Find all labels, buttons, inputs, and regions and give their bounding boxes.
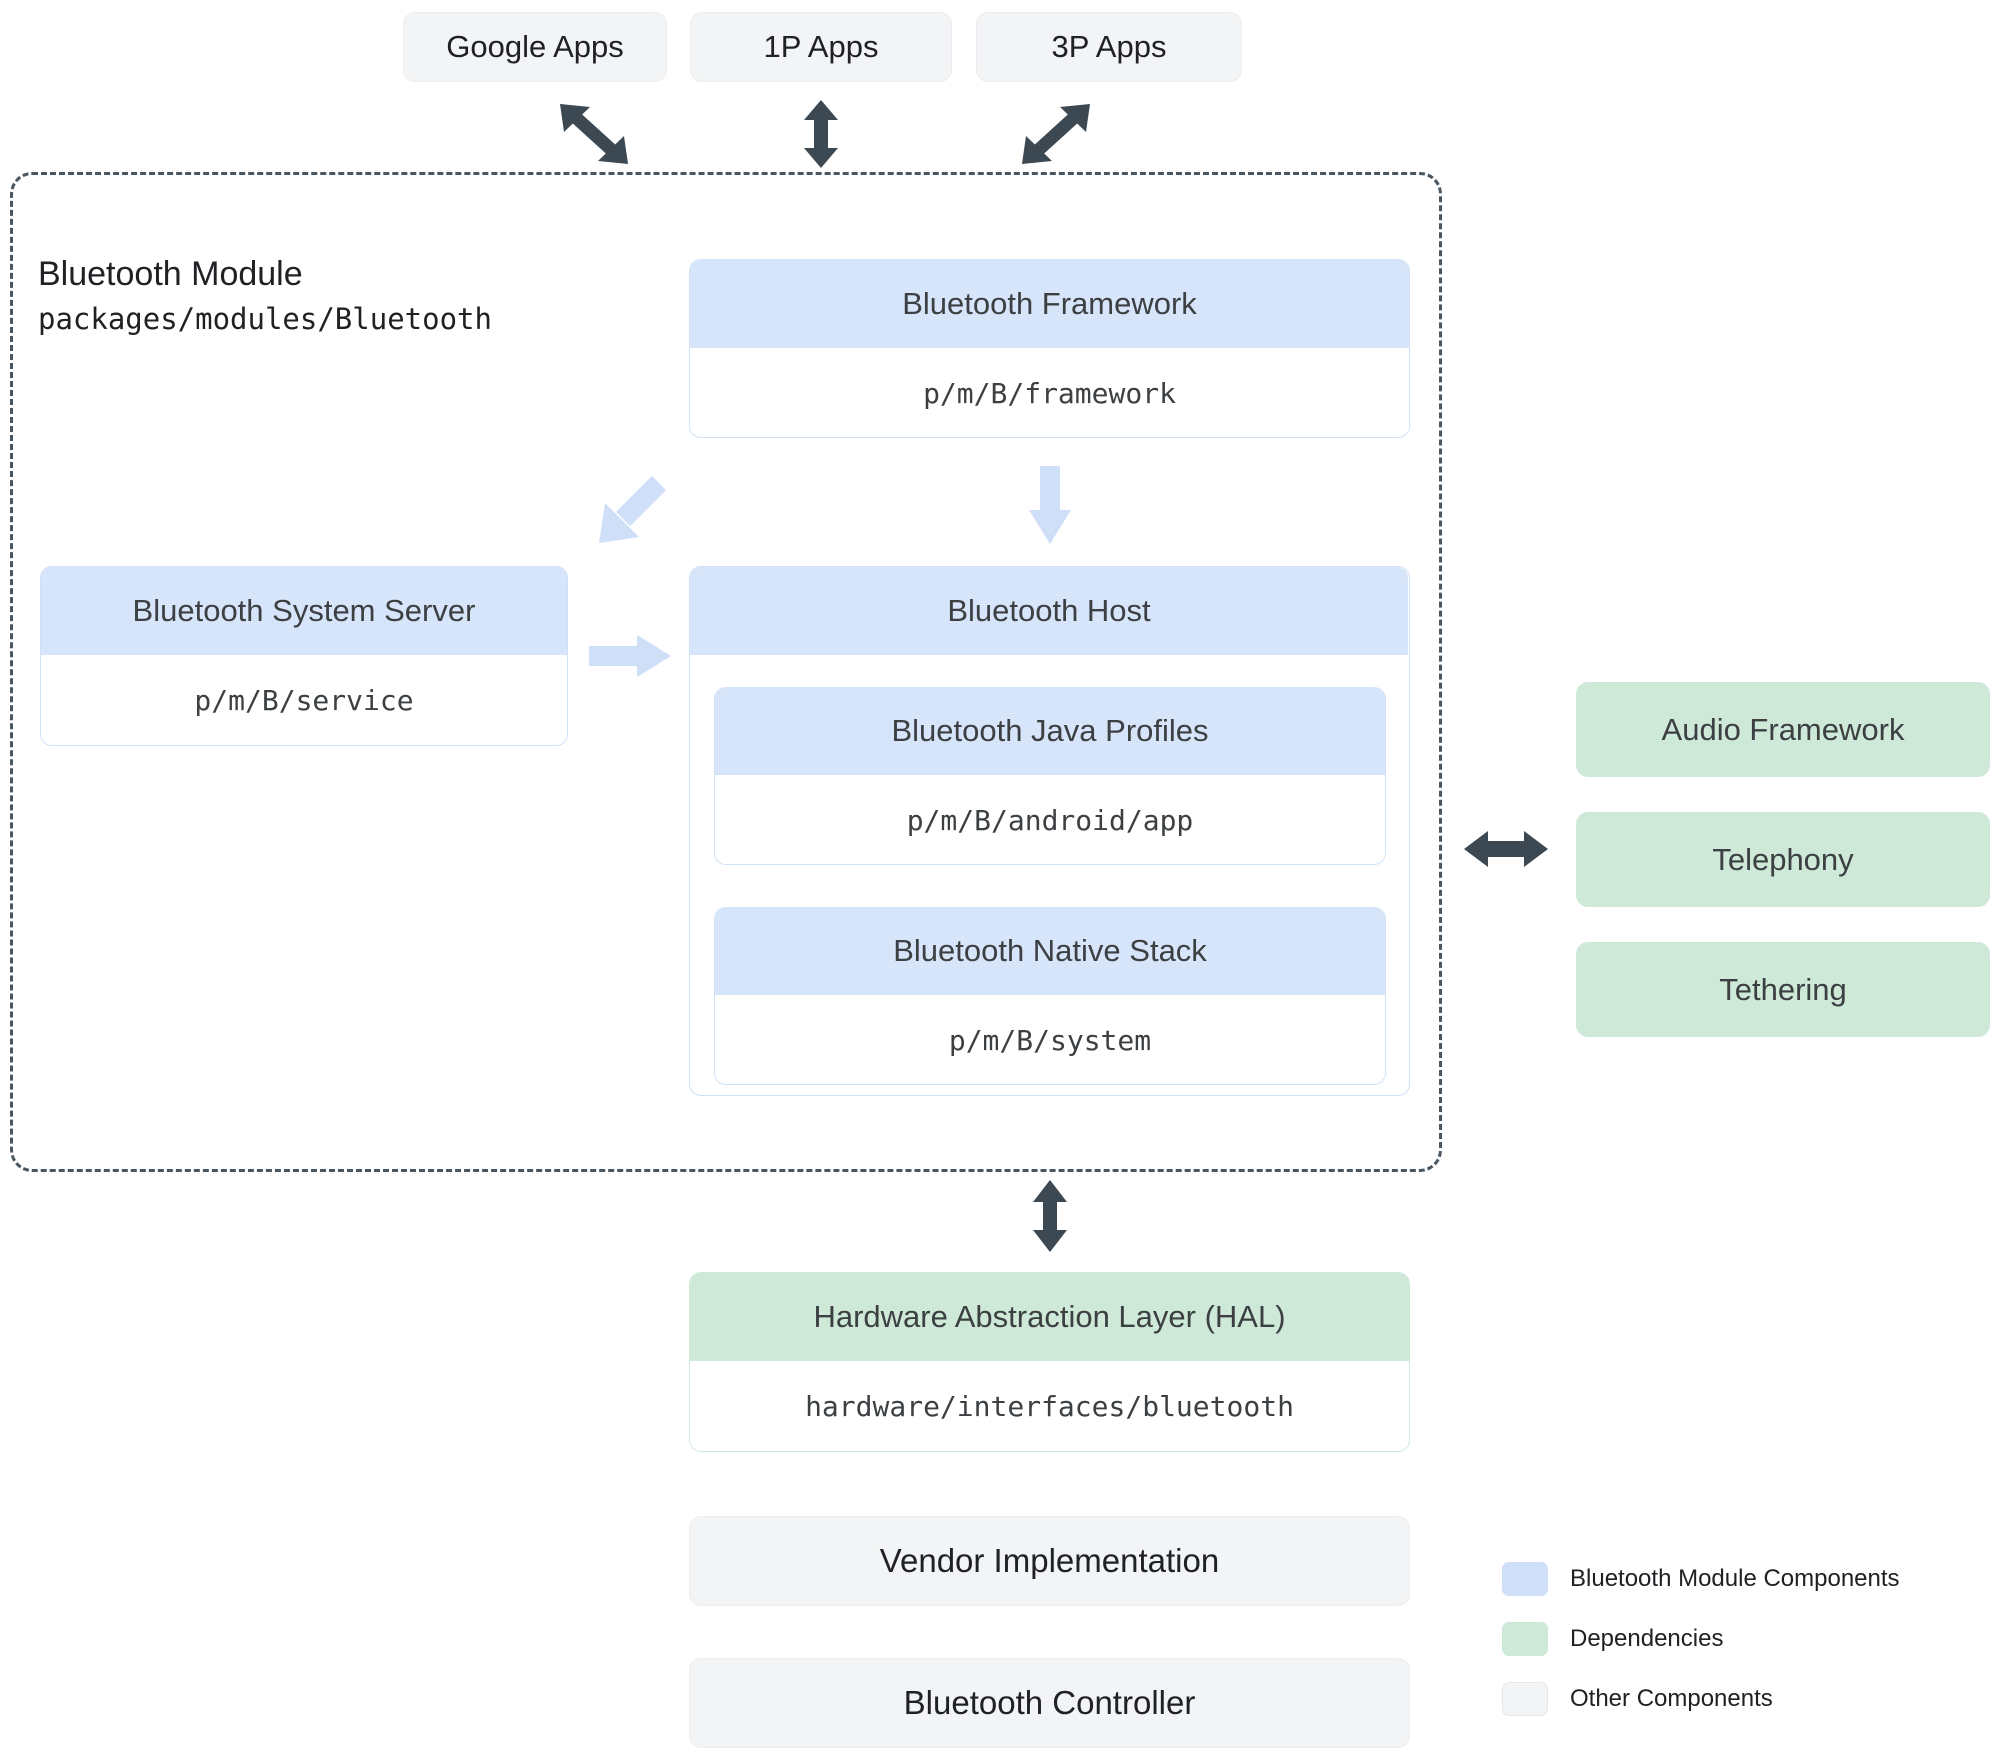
vendor-implementation-label: Vendor Implementation [689,1516,1410,1606]
bluetooth-module-path: packages/modules/Bluetooth [38,302,492,336]
dependency-box-telephony-label: Telephony [1576,812,1990,907]
legend-item-other-components: Other Components [1502,1678,1900,1720]
dependency-box-tethering[interactable]: Tethering [1576,942,1990,1037]
bluetooth-system-server-title: Bluetooth System Server [41,566,567,655]
dependency-box-tethering-label: Tethering [1576,942,1990,1037]
dependency-box-audio-framework[interactable]: Audio Framework [1576,682,1990,777]
bluetooth-module-container [10,172,1442,1172]
hal-path: hardware/interfaces/bluetooth [690,1361,1409,1451]
bluetooth-framework-card[interactable]: Bluetooth Framework p/m/B/framework [689,259,1410,438]
legend-item-module-components: Bluetooth Module Components [1502,1558,1900,1600]
legend-label-module-components: Bluetooth Module Components [1570,1565,1900,1592]
legend: Bluetooth Module Components Dependencies… [1502,1558,1900,1738]
bluetooth-host-title: Bluetooth Host [690,567,1408,655]
app-box-google-apps[interactable]: Google Apps [403,12,667,82]
vendor-implementation-box[interactable]: Vendor Implementation [689,1516,1410,1606]
google-apps-arrow [560,104,630,166]
first-party-apps-arrow [800,100,842,168]
legend-label-other-components: Other Components [1570,1685,1773,1712]
app-box-1p-apps-label: 1P Apps [690,12,952,82]
app-box-google-apps-label: Google Apps [403,12,667,82]
app-box-3p-apps[interactable]: 3P Apps [976,12,1242,82]
legend-swatch-green-icon [1502,1622,1548,1656]
app-box-1p-apps[interactable]: 1P Apps [690,12,952,82]
hal-card[interactable]: Hardware Abstraction Layer (HAL) hardwar… [689,1272,1410,1452]
bluetooth-native-stack-path: p/m/B/system [715,995,1385,1084]
bluetooth-module-title: Bluetooth Module [38,255,303,293]
bluetooth-native-stack-card[interactable]: Bluetooth Native Stack p/m/B/system [714,907,1386,1085]
legend-item-dependencies: Dependencies [1502,1618,1900,1660]
system-server-to-host-arrow [589,633,671,679]
bluetooth-controller-label: Bluetooth Controller [689,1658,1410,1748]
legend-label-dependencies: Dependencies [1570,1625,1724,1652]
bluetooth-system-server-path: p/m/B/service [41,655,567,745]
host-to-dependencies-arrow [1464,827,1548,871]
bluetooth-java-profiles-path: p/m/B/android/app [715,775,1385,864]
legend-swatch-gray-icon [1502,1682,1548,1716]
module-to-hal-arrow [1029,1180,1071,1252]
bluetooth-java-profiles-title: Bluetooth Java Profiles [715,687,1385,775]
dependency-box-telephony[interactable]: Telephony [1576,812,1990,907]
bluetooth-native-stack-title: Bluetooth Native Stack [715,907,1385,995]
bluetooth-framework-path: p/m/B/framework [690,348,1409,437]
dependency-box-audio-framework-label: Audio Framework [1576,682,1990,777]
bluetooth-framework-title: Bluetooth Framework [690,259,1409,348]
third-party-apps-arrow [1022,104,1092,166]
hal-title: Hardware Abstraction Layer (HAL) [690,1272,1409,1361]
app-box-3p-apps-label: 3P Apps [976,12,1242,82]
framework-to-host-arrow [1027,466,1073,544]
legend-swatch-blue-icon [1502,1562,1548,1596]
bluetooth-java-profiles-card[interactable]: Bluetooth Java Profiles p/m/B/android/ap… [714,687,1386,865]
bluetooth-controller-box[interactable]: Bluetooth Controller [689,1658,1410,1748]
bluetooth-system-server-card[interactable]: Bluetooth System Server p/m/B/service [40,566,568,746]
framework-to-system-server-arrow [597,473,669,545]
